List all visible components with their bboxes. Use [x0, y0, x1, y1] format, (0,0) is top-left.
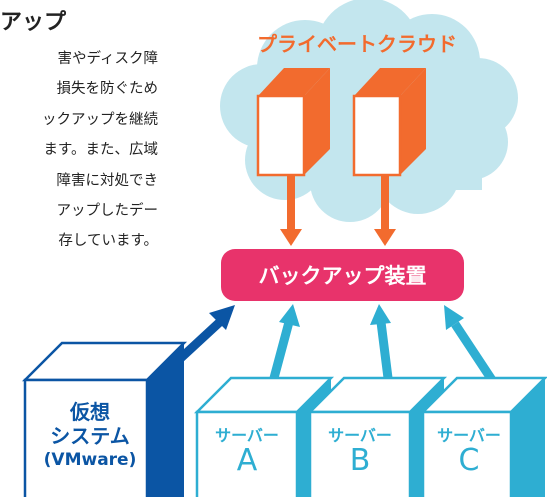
cloud-to-backup-arrow	[374, 175, 396, 246]
server-b-arrow	[370, 304, 393, 379]
article-heading: アップ	[0, 10, 67, 35]
server-name: サーバー	[328, 426, 392, 445]
article-body-line: 障害に対処でき	[56, 172, 159, 189]
cloud-to-backup-arrow	[280, 175, 302, 246]
virtual-system-label: 仮想 システム (VMware)	[36, 400, 144, 472]
cloud-storage-box	[256, 68, 330, 177]
server-a-label: サーバー A	[204, 426, 290, 476]
virtual-system-line: (VMware)	[43, 450, 137, 470]
backup-device-label: バックアップ装置	[258, 264, 427, 288]
article-body-line: 害やディスク障	[57, 51, 158, 67]
server-box	[419, 376, 547, 497]
server-name: サーバー	[215, 426, 279, 445]
server-c-arrow	[444, 305, 496, 383]
server-c-label: サーバー C	[426, 426, 512, 476]
server-b-label: サーバー B	[317, 426, 403, 476]
server-name: サーバー	[437, 426, 501, 445]
article-body-line: アップしたデー	[56, 203, 159, 220]
virtual-system-box	[21, 341, 188, 497]
server-letter: A	[236, 443, 258, 478]
article-body-line: ます。また、広域	[43, 142, 158, 159]
server-letter: C	[458, 443, 480, 478]
article-body-line: 存しています。	[58, 233, 158, 250]
server-a-arrow	[269, 304, 300, 380]
virtual-system-line: システム	[50, 424, 130, 448]
virtual-system-line: 仮想	[70, 400, 110, 424]
cloud-label: プライベートクラウド	[257, 32, 457, 56]
article-body-line: ックアップを継続	[42, 111, 158, 128]
backup-device: バックアップ装置	[221, 249, 464, 301]
server-letter: B	[349, 443, 371, 478]
cloud-storage-box	[352, 68, 426, 177]
article-body: 害やディスク障 損失を防ぐため ックアップを継続 ます。また、広域 障害に対処で…	[0, 44, 158, 257]
article-body-line: 損失を防ぐため	[56, 81, 159, 98]
